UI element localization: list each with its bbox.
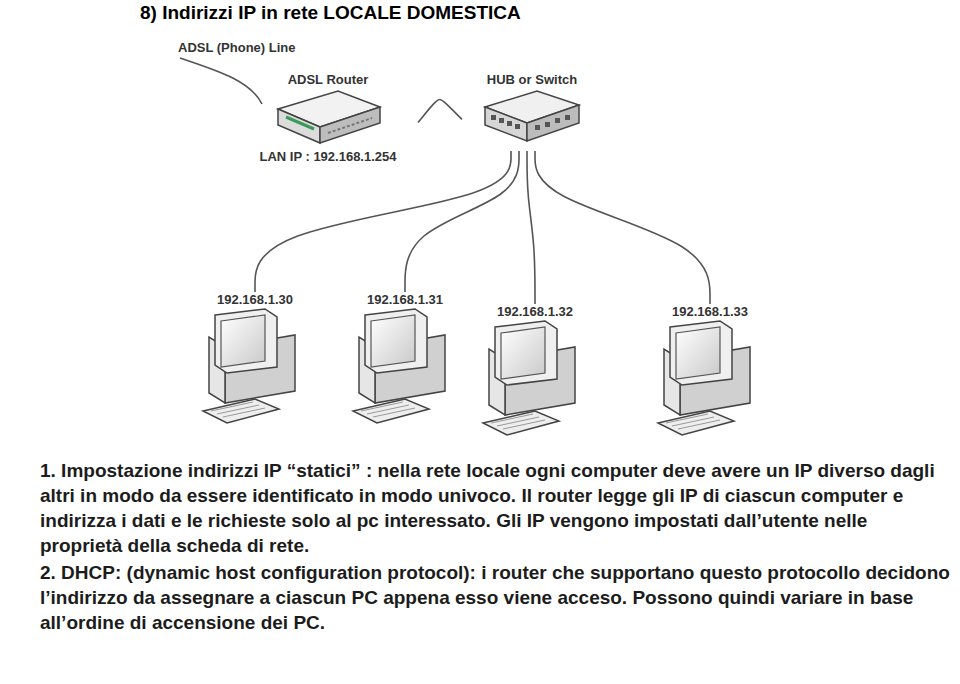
body-paragraph: 1. Impostazione indirizzi IP “statici” :… <box>40 458 950 558</box>
phone-line <box>180 58 262 104</box>
device-label: HUB or Switch <box>485 72 579 87</box>
pc-node: 192.168.1.31 <box>340 292 470 427</box>
device-icon <box>475 319 595 439</box>
network-cable <box>255 151 511 292</box>
pc-node: 192.168.1.30 <box>190 292 320 427</box>
device-icon <box>650 319 770 439</box>
device-icon <box>268 87 388 149</box>
body-paragraph: 2. DHCP: (dynamic host configuration pro… <box>40 560 950 635</box>
router-node: ADSL RouterLAN IP : 192.168.1.254 <box>238 72 418 164</box>
device-label: 192.168.1.32 <box>495 304 575 319</box>
device-label: 192.168.1.30 <box>215 292 295 307</box>
device-label: 192.168.1.33 <box>670 304 750 319</box>
network-cable <box>405 151 519 292</box>
device-label: ADSL Router <box>286 72 371 87</box>
device-icon <box>195 307 315 427</box>
network-cable <box>535 151 710 304</box>
page-title: 8) Indirizzi IP in rete LOCALE DOMESTICA <box>140 2 521 24</box>
switch-node: HUB or Switch <box>462 72 602 151</box>
network-cable <box>527 151 535 304</box>
network-cable <box>418 99 462 122</box>
device-icon <box>345 307 465 427</box>
pc-node: 192.168.1.33 <box>645 304 775 439</box>
device-icon <box>477 87 587 151</box>
pc-node: 192.168.1.32 <box>470 304 600 439</box>
line-label: ADSL (Phone) Line <box>176 40 297 55</box>
ip-label: LAN IP : 192.168.1.254 <box>257 149 398 164</box>
device-label: 192.168.1.31 <box>365 292 445 307</box>
